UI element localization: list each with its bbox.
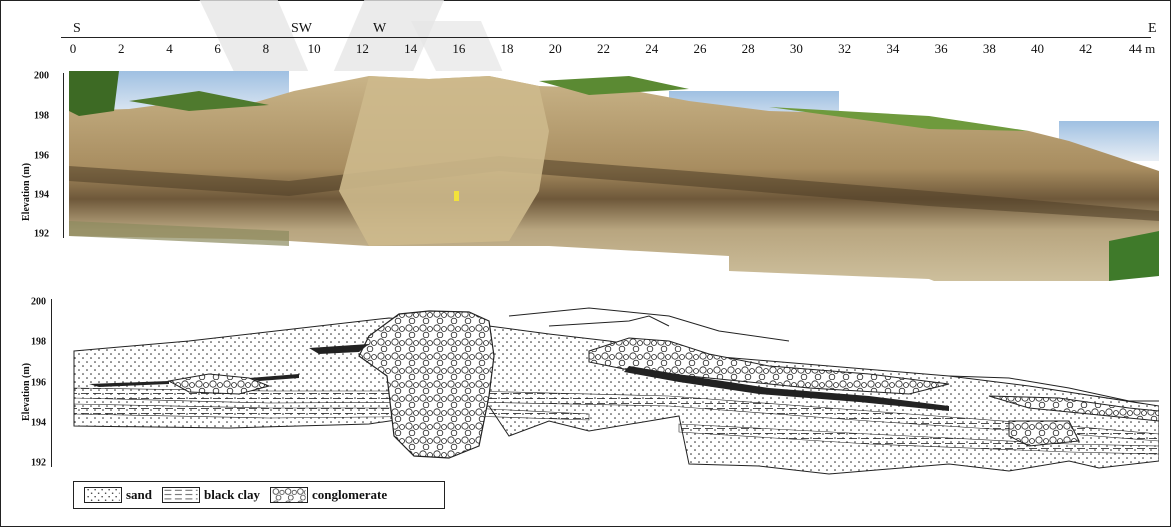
section-y-tick-194: 194 — [31, 418, 46, 429]
distance-tick-label: 2 — [118, 41, 125, 57]
distance-tick-label: 14 — [404, 41, 417, 57]
section-y-tick-200: 200 — [31, 297, 46, 308]
section-y-tick-196: 196 — [31, 378, 46, 389]
distance-tick-label: 40 — [1031, 41, 1044, 57]
distance-tick-label: 32 — [838, 41, 851, 57]
legend-item-conglomerate: conglomerate — [270, 487, 387, 503]
photo-y-tick-196: 196 — [34, 151, 49, 162]
photo-y-tick-192: 192 — [34, 229, 49, 240]
distance-tick-label: 20 — [549, 41, 562, 57]
direction-label-w: W — [373, 21, 386, 37]
legend-label-black-clay: black clay — [204, 487, 260, 503]
distance-tick-label: 30 — [790, 41, 803, 57]
distance-tick-label: 42 — [1079, 41, 1092, 57]
photo-y-axis-line — [63, 73, 64, 238]
clay-swatch-icon — [162, 487, 200, 503]
distance-tick-label: 8 — [263, 41, 270, 57]
photo-y-tick-198: 198 — [34, 111, 49, 122]
distance-tick-label: 6 — [214, 41, 221, 57]
distance-tick-label: 0 — [70, 41, 77, 57]
direction-label-s: S — [73, 21, 81, 37]
distance-tick-label: 22 — [597, 41, 610, 57]
distance-tick-label: 24 — [645, 41, 658, 57]
distance-tick-label: 10 — [308, 41, 321, 57]
legend-item-black-clay: black clay — [162, 487, 260, 503]
distance-tick-label: 36 — [935, 41, 948, 57]
legend-label-conglomerate: conglomerate — [312, 487, 387, 503]
section-y-axis-line — [51, 299, 52, 467]
direction-label-sw: SW — [291, 21, 312, 37]
photo-y-axis-title: Elevation (m) — [21, 163, 32, 221]
distance-tick-label: 18 — [501, 41, 514, 57]
legend-item-sand: sand — [84, 487, 152, 503]
geological-cross-section — [69, 296, 1159, 476]
distance-tick-label: 26 — [693, 41, 706, 57]
section-y-tick-192: 192 — [31, 458, 46, 469]
legend-label-sand: sand — [126, 487, 152, 503]
conglomerate-swatch-icon — [270, 487, 308, 503]
distance-tick-label: 16 — [452, 41, 465, 57]
legend: sand black clay conglomerate — [73, 481, 445, 509]
photo-y-tick-194: 194 — [34, 190, 49, 201]
distance-tick-label: 34 — [886, 41, 899, 57]
distance-tick-label: 44 m — [1129, 41, 1155, 57]
distance-tick-label: 4 — [166, 41, 173, 57]
sand-swatch-icon — [84, 487, 122, 503]
distance-tick-label: 38 — [983, 41, 996, 57]
outcrop-photo-mosaic — [69, 71, 1159, 291]
direction-axis-line — [61, 37, 1151, 38]
distance-tick-label: 12 — [356, 41, 369, 57]
photo-y-tick-200: 200 — [34, 71, 49, 82]
section-y-axis-title: Elevation (m) — [21, 363, 32, 421]
distance-tick-label: 28 — [742, 41, 755, 57]
direction-label-e: E — [1148, 21, 1157, 37]
section-y-tick-198: 198 — [31, 337, 46, 348]
